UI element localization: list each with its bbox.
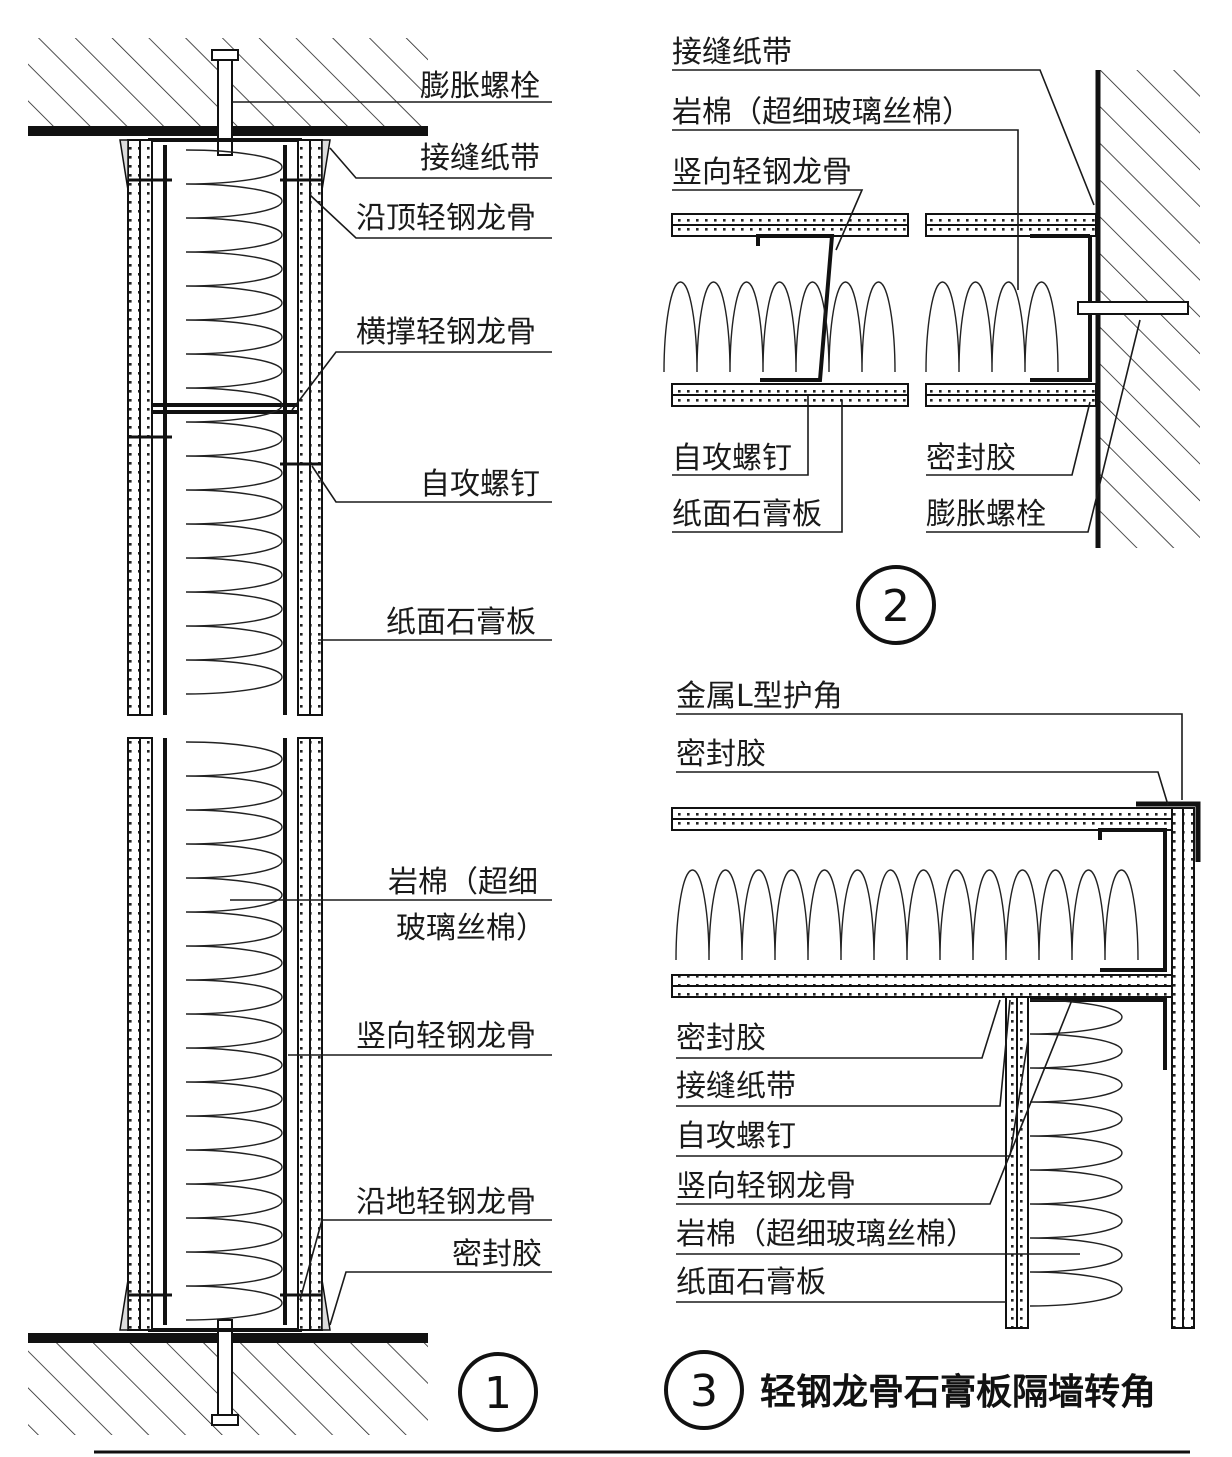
detail-number-circle-2 — [856, 565, 936, 645]
d3-label-sealant: 密封胶 — [676, 1021, 766, 1056]
label-rock-wool-1: 岩棉（超细 — [388, 865, 538, 900]
detail-3-title: 轻钢龙骨石膏板隔墙转角 — [760, 1372, 1156, 1413]
d3-stud-vertical — [1030, 998, 1167, 1070]
d3-metal-corner — [1136, 801, 1201, 862]
detail-2: 接缝纸带 岩棉（超细玻璃丝棉） 竖向轻钢龙骨 自攻螺钉 纸面石膏板 密封胶 膨胀… — [663, 35, 1200, 645]
d2-label-sealant: 密封胶 — [926, 441, 1016, 476]
label-rock-wool-2: 玻璃丝棉） — [396, 911, 546, 946]
d3-rock-wool-vertical — [1029, 999, 1123, 1307]
d3-label-metal-corner: 金属L型护角 — [676, 679, 843, 714]
label-sealant: 密封胶 — [452, 1237, 542, 1272]
d2-label-self-tapping-screw: 自攻螺钉 — [672, 441, 792, 476]
d3-label-self-tapping-screw: 自攻螺钉 — [676, 1119, 796, 1154]
d2-rock-wool-right — [925, 281, 1059, 373]
detail-number-3: 3 — [690, 1366, 718, 1417]
d2-vertical-stud — [756, 234, 835, 382]
label-floor-track: 沿地轻钢龙骨 — [356, 1185, 536, 1220]
detail-number-2: 2 — [882, 581, 910, 632]
d2-label-vertical-stud: 竖向轻钢龙骨 — [672, 155, 852, 190]
label-top-track: 沿顶轻钢龙骨 — [356, 201, 536, 236]
detail-number-1: 1 — [484, 1368, 512, 1419]
label-vertical-stud: 竖向轻钢龙骨 — [356, 1019, 536, 1054]
label-self-tapping-screw: 自攻螺钉 — [420, 467, 540, 502]
label-cross-brace: 横撑轻钢龙骨 — [356, 315, 536, 350]
d2-rock-wool-left — [663, 281, 896, 373]
rock-wool-fill — [185, 149, 283, 1321]
d3-label-sealant-top: 密封胶 — [676, 737, 766, 772]
d3-label-joint-tape: 接缝纸带 — [676, 1069, 796, 1104]
screws — [128, 178, 322, 1297]
d2-label-rock-wool: 岩棉（超细玻璃丝棉） — [672, 95, 972, 130]
detail3-leaders — [676, 713, 1183, 1303]
detail-3: 金属L型护角 密封胶 密封胶 接缝纸带 自攻螺钉 竖向轻钢龙骨 岩棉（超细玻璃丝… — [664, 679, 1201, 1430]
d3-label-gypsum-board: 纸面石膏板 — [676, 1265, 826, 1300]
d2-edge-stud — [1030, 234, 1092, 382]
detail1-leaders — [230, 101, 552, 1326]
detail-1: 膨胀螺栓 接缝纸带 沿顶轻钢龙骨 横撑轻钢龙骨 自攻螺钉 纸面石膏板 岩棉（超细… — [28, 38, 552, 1435]
d3-rock-wool-horizontal — [675, 869, 1139, 961]
d2-label-expansion-bolt: 膨胀螺栓 — [926, 497, 1046, 532]
d3-stud-horizontal — [1098, 828, 1167, 972]
label-gypsum-board: 纸面石膏板 — [386, 605, 536, 640]
d2-expansion-bolt — [1077, 301, 1189, 315]
label-expansion-bolt: 膨胀螺栓 — [420, 69, 540, 104]
d3-label-rock-wool: 岩棉（超细玻璃丝棉） — [676, 1217, 976, 1252]
d2-label-joint-tape: 接缝纸带 — [672, 35, 792, 70]
d3-label-vertical-stud: 竖向轻钢龙骨 — [676, 1169, 856, 1204]
expansion-bolt-bottom — [217, 1319, 233, 1421]
detail2-leaders — [672, 69, 1141, 533]
detail-number-circle-1 — [458, 1352, 538, 1432]
d2-label-gypsum-board: 纸面石膏板 — [672, 497, 822, 532]
detail-number-circle-3 — [664, 1350, 744, 1430]
label-joint-tape: 接缝纸带 — [420, 141, 540, 176]
